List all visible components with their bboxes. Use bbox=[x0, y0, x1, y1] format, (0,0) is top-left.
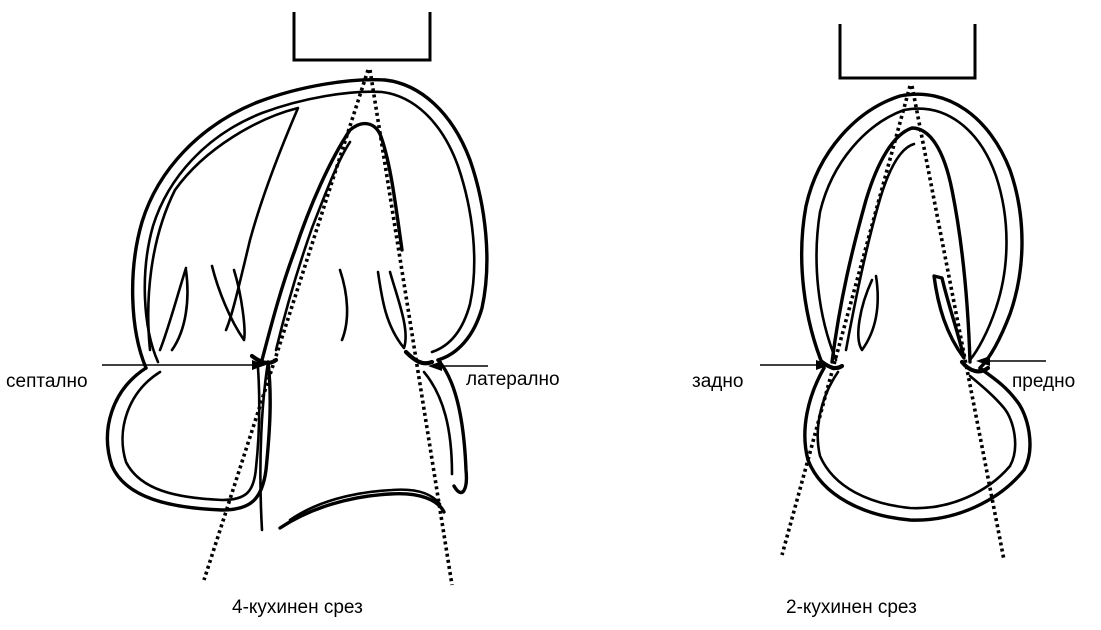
right-probe-icon bbox=[840, 24, 975, 78]
left-chordae-3 bbox=[340, 270, 347, 340]
left-probe-icon bbox=[294, 12, 430, 60]
four-chamber-caption: 4-кухинен срез bbox=[232, 598, 363, 617]
right-lv-cavity-inner bbox=[846, 144, 914, 350]
anterior-label: предно bbox=[1012, 372, 1075, 391]
right-papillary-posterior bbox=[858, 276, 877, 350]
left-mitral-valve bbox=[406, 352, 432, 363]
lateral-label: латерално bbox=[466, 370, 560, 389]
two-chamber-caption: 2-кухинен срез bbox=[786, 598, 917, 617]
left-chordae-4 bbox=[378, 272, 406, 348]
right-papillary-anterior bbox=[934, 276, 964, 358]
left-rv-inner-lobe-2 bbox=[160, 268, 186, 350]
left-chordae-2 bbox=[212, 266, 245, 340]
left-left-atrium-inner bbox=[424, 372, 452, 474]
four-chamber-view bbox=[102, 12, 488, 585]
right-outer-wall-inner bbox=[817, 109, 1007, 360]
posterior-label: задно bbox=[692, 372, 743, 391]
left-outer-wall-inner bbox=[145, 92, 474, 362]
right-lv-cavity bbox=[832, 128, 970, 362]
right-left-atrium bbox=[805, 368, 1030, 520]
left-right-atrium-inner bbox=[123, 368, 260, 500]
left-right-atrium bbox=[107, 362, 270, 510]
two-chamber-view bbox=[760, 24, 1046, 560]
right-left-atrium-inner bbox=[818, 372, 1015, 508]
septal-label: септално bbox=[6, 372, 88, 391]
